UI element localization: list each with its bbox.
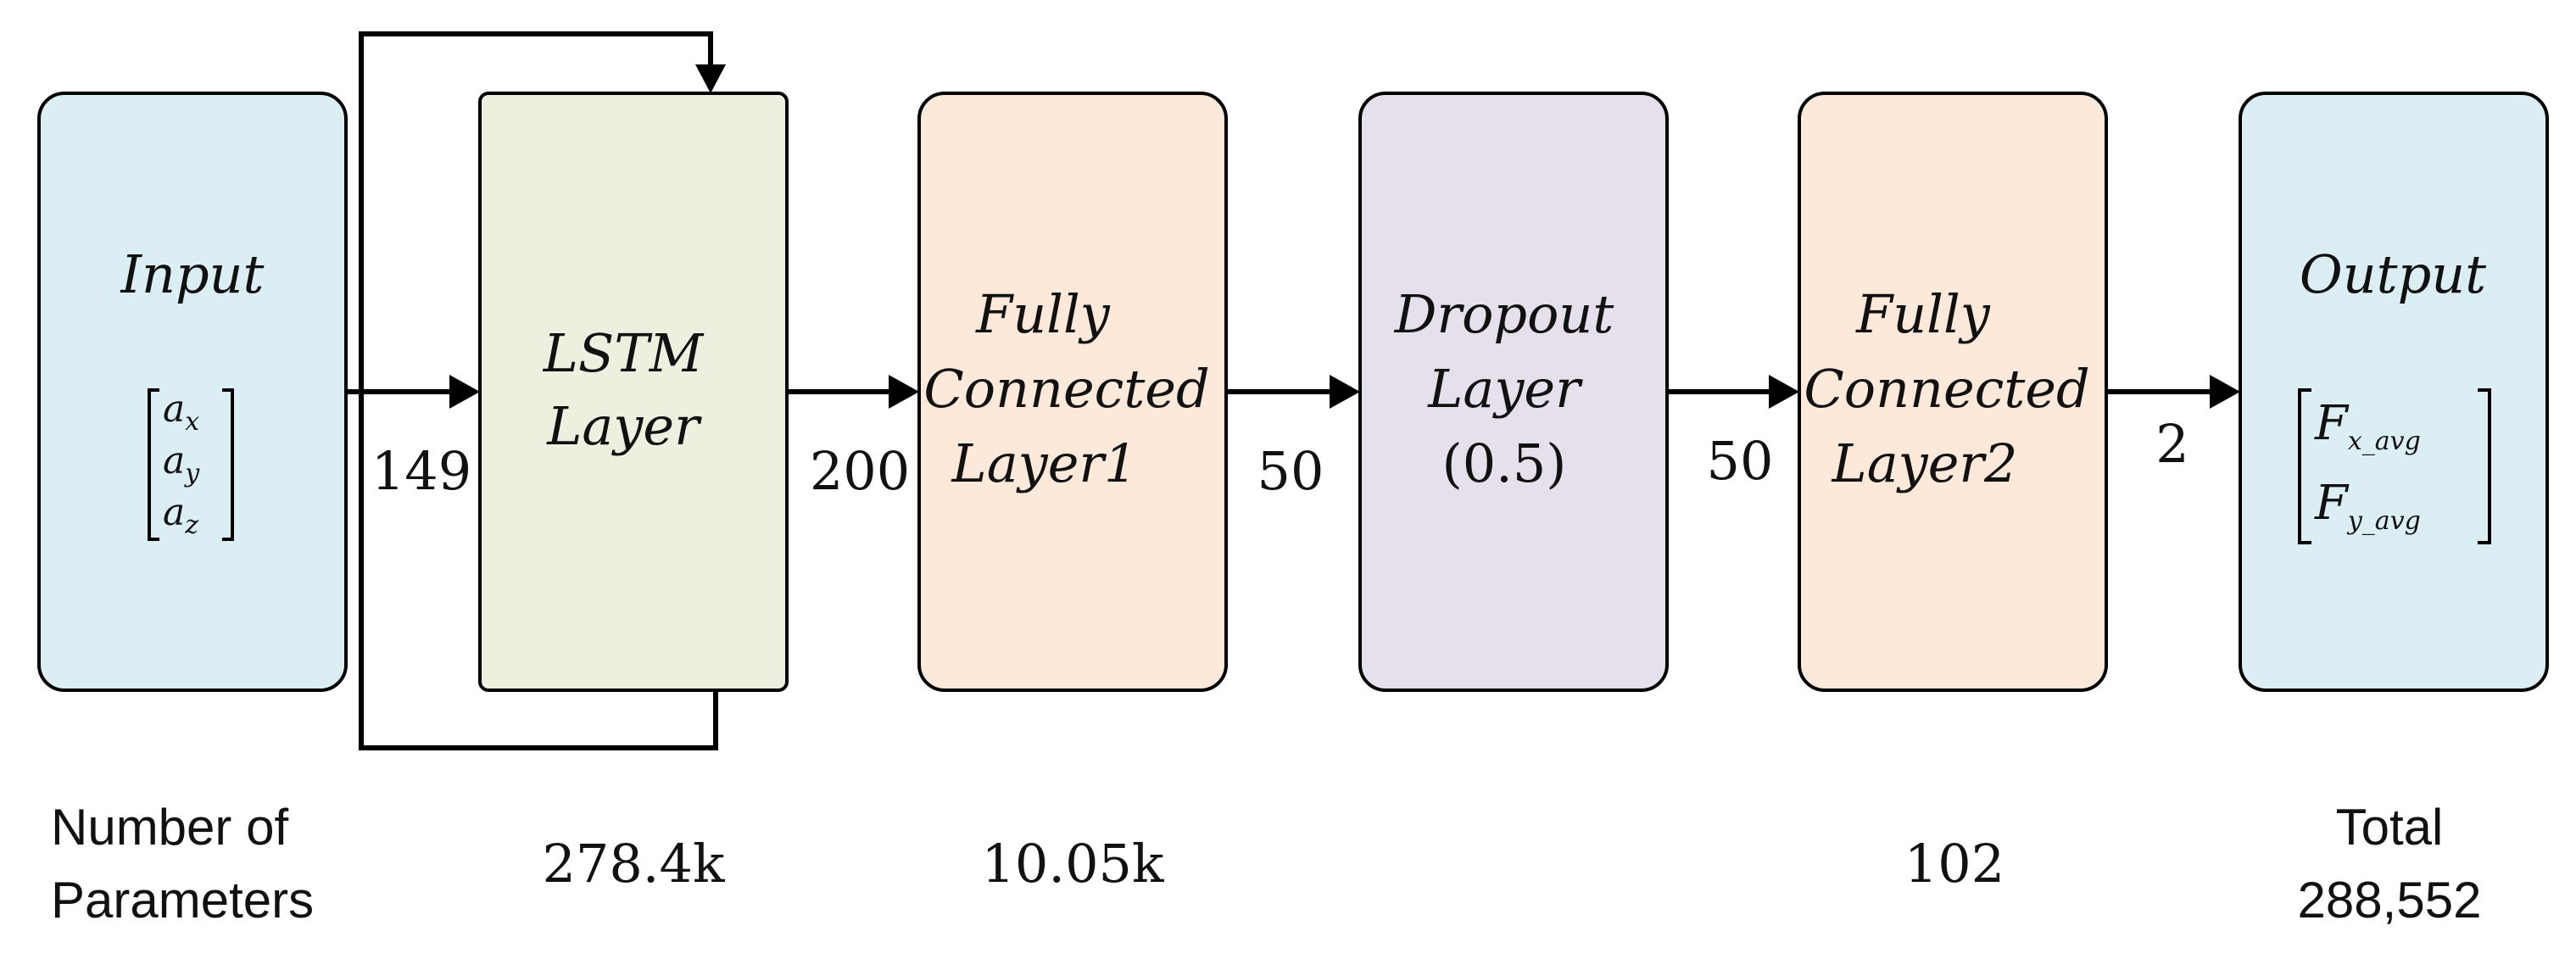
input-box	[37, 92, 348, 692]
dropout-label-line3: (0.5)	[1442, 432, 1567, 494]
output-vector-left-bracket	[2298, 388, 2311, 544]
fc1-label-line2: Connected	[923, 358, 1209, 420]
parameters-label-line1: Number of	[51, 799, 288, 856]
output-title: Output	[2300, 243, 2486, 305]
parameters-label-line2: Parameters	[51, 872, 314, 928]
output-vector-entry: Fx_avg	[2314, 396, 2421, 456]
arrow-input-lstm-head	[449, 375, 480, 409]
edge-label-lstm-fc1: 200	[810, 440, 910, 502]
arrow-fc1-dropout-head	[1330, 375, 1360, 409]
output-vector: Fx_avg Fy_avg	[2298, 388, 2491, 544]
recurrent-loop-bottom	[359, 392, 718, 750]
output-vector-right-bracket	[2478, 388, 2491, 544]
input-title: Input	[120, 243, 265, 305]
input-vector-entry: ay	[163, 439, 200, 488]
input-vector-left-bracket	[148, 388, 159, 541]
input-vector-entry: az	[163, 491, 198, 540]
parameters-total-label: Total	[2336, 799, 2444, 856]
edge-label-fc2-output: 2	[2155, 413, 2188, 475]
arrow-fc2-output-head	[2210, 375, 2240, 409]
lstm-label-line2: Layer	[546, 395, 702, 457]
input-vector: ax ay az	[148, 388, 234, 541]
fc1-label-line3: Layer1	[951, 432, 1138, 494]
edge-label-input-lstm: 149	[371, 440, 471, 502]
lstm-box	[478, 92, 789, 692]
input-vector-entry: ax	[163, 388, 199, 437]
arrow-lstm-fc1-head	[889, 375, 919, 409]
dropout-label-line2: Layer	[1427, 358, 1583, 420]
arrow-dropout-fc2-head	[1769, 375, 1799, 409]
fc2-label-line3: Layer2	[1832, 432, 2018, 494]
edge-label-dropout-fc2: 50	[1707, 430, 1774, 492]
recurrent-loop-top	[359, 31, 713, 392]
parameters-fc1: 10.05k	[981, 833, 1163, 895]
edge-label-fc1-dropout: 50	[1257, 440, 1324, 502]
output-box	[2239, 92, 2549, 692]
input-vector-right-bracket	[222, 388, 234, 541]
lstm-label-line1: LSTM	[543, 322, 705, 384]
parameters-lstm: 278.4k	[542, 833, 724, 895]
fc2-label-line2: Connected	[1804, 358, 2089, 420]
output-vector-entry: Fy_avg	[2314, 476, 2421, 536]
dropout-label-line1: Dropout	[1394, 283, 1614, 345]
recurrent-loop-arrowhead	[695, 64, 726, 93]
parameters-fc2: 102	[1904, 833, 2004, 895]
fc2-label-line1: Fully	[1855, 283, 1991, 345]
parameters-total-value: 288,552	[2298, 872, 2482, 928]
fc1-label-line1: Fully	[975, 283, 1111, 345]
